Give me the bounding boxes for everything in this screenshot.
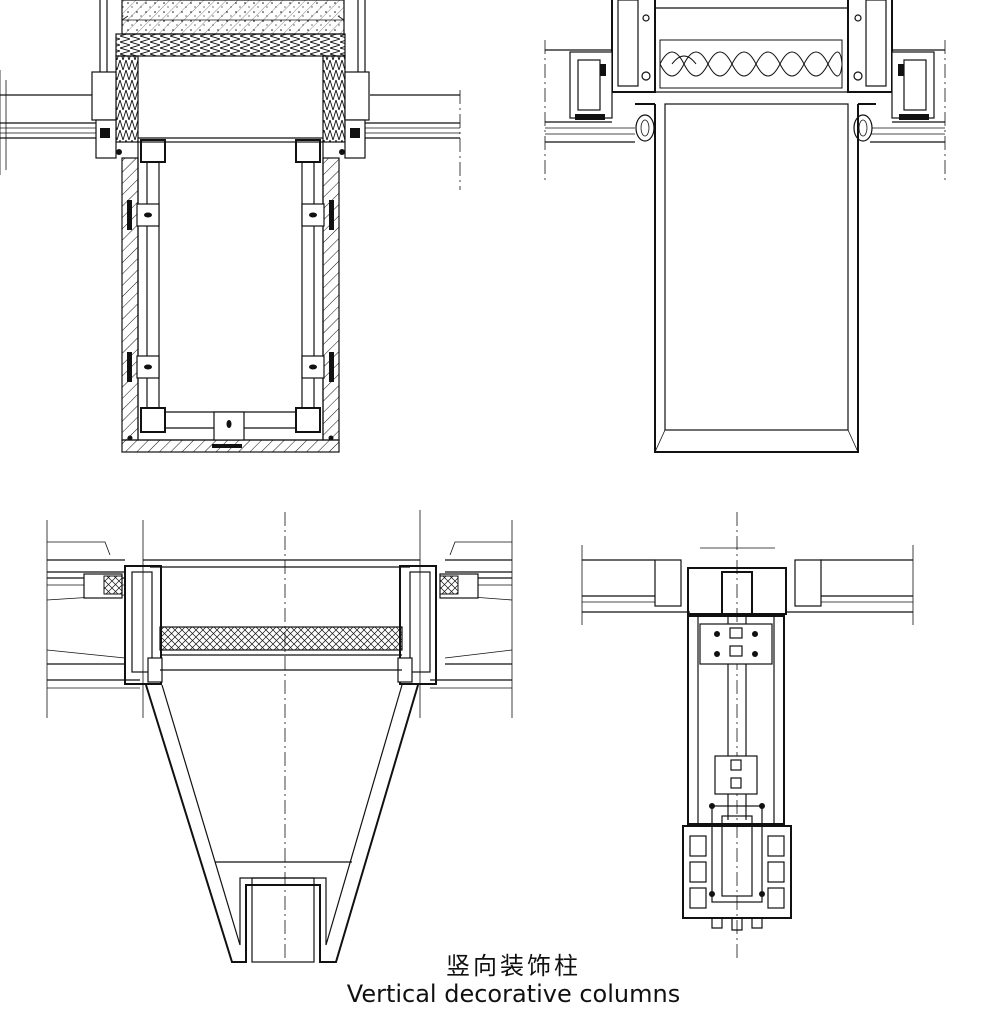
glazing-right — [870, 40, 946, 180]
caption-chinese: 竖向装饰柱 — [446, 952, 581, 980]
detail-top-right — [544, 0, 946, 453]
insulation-top — [115, 33, 346, 57]
glazing-left — [0, 70, 122, 175]
insulation-band — [159, 626, 403, 651]
decorative-fin — [145, 684, 419, 963]
detail-bottom-right — [581, 512, 914, 962]
caption-english: Vertical decorative columns — [346, 980, 681, 1008]
glazing-left — [544, 40, 635, 180]
insulation-loops — [659, 39, 843, 89]
detail-top-left — [0, 0, 461, 453]
insulation-left — [115, 55, 139, 143]
glazing-right — [339, 71, 461, 190]
column-casing — [121, 139, 340, 453]
detail-bottom-left — [46, 510, 513, 963]
insulation-right — [322, 55, 346, 143]
